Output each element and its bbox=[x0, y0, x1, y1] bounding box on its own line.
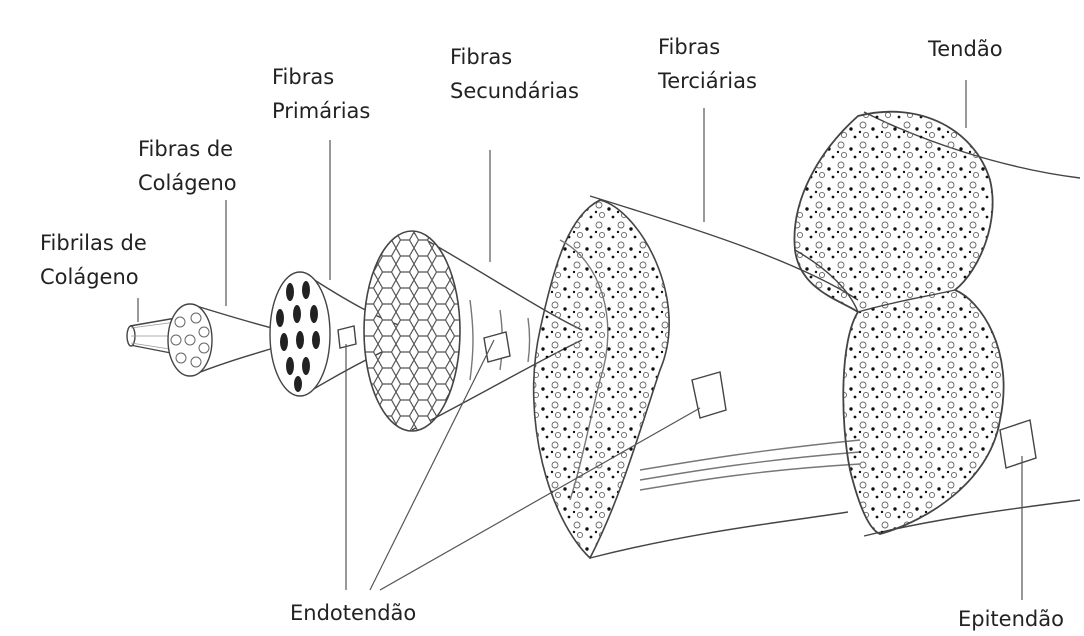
label-fibras-terciarias: Fibras Terciárias bbox=[658, 30, 757, 98]
endotenon-sheath bbox=[338, 326, 356, 348]
label-epitendao: Epitendão bbox=[958, 602, 1064, 636]
endotenon-sheath bbox=[692, 372, 726, 418]
label-fibras-de-colageno: Fibras de Colágeno bbox=[138, 132, 237, 200]
label-fibrilas-de-colageno: Fibrilas de Colágeno bbox=[40, 226, 147, 294]
label-fibras-primarias: Fibras Primárias bbox=[272, 60, 370, 128]
label-tendao: Tendão bbox=[928, 32, 1003, 66]
epitenon-sheath bbox=[1000, 420, 1036, 468]
label-endotendao: Endotendão bbox=[290, 596, 416, 630]
tendon bbox=[794, 112, 1080, 536]
endotenon-sheath bbox=[484, 332, 510, 362]
label-fibras-secundarias: Fibras Secundárias bbox=[450, 40, 579, 108]
